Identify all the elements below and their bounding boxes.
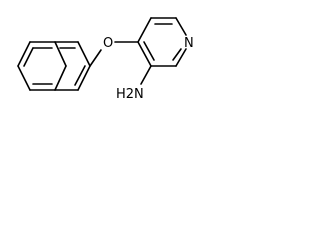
bond [175,48,187,67]
bond [54,65,67,91]
bond [54,41,67,67]
oxygen-atom-label: O [103,36,113,51]
bond [77,41,91,67]
bond [17,41,31,67]
bond [137,41,152,67]
naphthalene-left-ring [17,41,67,91]
pyridine-ring [137,17,187,67]
bond-pyridine-amine [140,65,152,85]
nitrogen-atom-label: N [184,36,194,51]
chemical-structure-diagram: O N H2N [17,17,194,102]
bond [175,17,187,36]
naphthalene-right-ring [54,41,91,91]
amine-group-label: H2N [116,87,144,102]
bond [137,17,152,43]
double-bond-inner [74,65,86,86]
bond-naphthyl-oxygen [89,49,102,67]
bond [17,65,31,91]
double-bond-inner [143,41,155,61]
double-bond-inner [172,48,182,61]
bond [77,65,91,91]
double-bond-inner [23,47,34,67]
